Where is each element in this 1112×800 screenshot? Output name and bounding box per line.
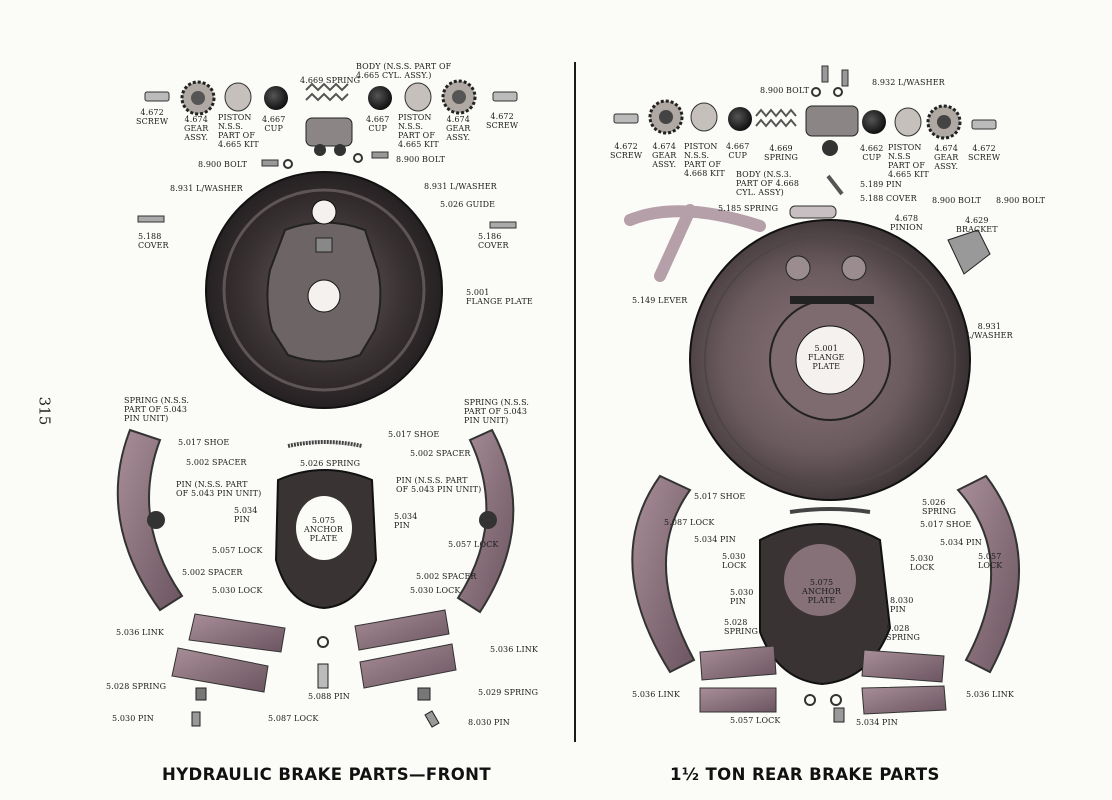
label-left-cover-l: 5.188 COVER	[138, 232, 169, 250]
label-right-bolt-r: 8.900 BOLT	[996, 196, 1046, 205]
label-right-link-r: 5.036 LINK	[966, 690, 1014, 699]
right-shoes	[631, 474, 1020, 723]
label-left-spring-5028: 5.028 SPRING	[106, 682, 167, 691]
label-left-spacer-bl: 5.002 SPACER	[182, 568, 243, 577]
label-right-spring-5028-l: 5.028 SPRING	[724, 618, 759, 636]
label-right-spring-4669: 4.669 SPRING	[764, 144, 799, 162]
label-left-screw-r: 4.672 SCREW	[486, 112, 519, 130]
label-right-screw-r: 4.672 SCREW	[968, 144, 1001, 162]
label-right-lwasher: 8.931 L/WASHER	[966, 322, 1013, 340]
label-left-bolt-r: 8.900 BOLT	[396, 155, 446, 164]
label-left-pin-5034-r: 5.034 PIN	[394, 512, 418, 530]
label-left-bolt-l: 8.900 BOLT	[198, 160, 248, 169]
page-divider	[574, 62, 576, 742]
left-shoes	[116, 428, 515, 728]
label-left-cup-r: 4.667 CUP	[366, 115, 390, 133]
label-left-flange: 5.001 FLANGE PLATE	[466, 288, 533, 306]
label-left-lwasher-l: 8.931 L/WASHER	[170, 184, 243, 193]
label-right-lock-5030-r: 5.030 LOCK	[910, 554, 935, 572]
right-cylinder-parts	[613, 65, 997, 282]
label-right-pin-8030-r: 8.030 PIN	[890, 596, 914, 614]
label-left-lock-5057-l: 5.057 LOCK	[212, 546, 263, 555]
label-right-screw-l: 4.672 SCREW	[610, 142, 643, 160]
label-left-lock-5030-l: 5.030 LOCK	[212, 586, 263, 595]
label-left-pin-5034-l: 5.034 PIN	[234, 506, 258, 524]
label-left-piston-r: PISTON N.S.S. PART OF 4.665 KIT	[398, 113, 439, 149]
label-right-anchor: 5.075 ANCHOR PLATE	[802, 578, 842, 605]
label-left-shoe-r: 5.017 SHOE	[388, 430, 440, 439]
label-right-bolt-top: 8.900 BOLT	[760, 86, 810, 95]
label-right-spring-5026: 5.026 SPRING	[922, 498, 957, 516]
left-flange-plate	[205, 171, 443, 409]
label-left-shoe-l: 5.017 SHOE	[178, 438, 230, 447]
label-right-bracket: 4.629 BRACKET	[956, 216, 998, 234]
label-left-spacer-tr: 5.002 SPACER	[410, 449, 471, 458]
caption-front: HYDRAULIC BRAKE PARTS—FRONT	[162, 765, 491, 784]
label-right-body: BODY (N.S.3. PART OF 4.668 CYL. ASSY)	[736, 170, 800, 197]
label-right-lever: 5.149 LEVER	[632, 296, 688, 305]
label-left-pin-5030: 5.030 PIN	[112, 714, 154, 723]
label-right-shoe-r: 5.017 SHOE	[920, 520, 972, 529]
label-left-pin-5088: 5.088 PIN	[308, 692, 350, 701]
label-left-lock-5030-r: 5.030 LOCK	[410, 586, 461, 595]
label-right-gear-r: 4.674 GEAR ASSY.	[934, 144, 959, 171]
label-right-lock-5057-tl: 5.087 LOCK	[664, 518, 715, 527]
caption-rear: 1½ TON REAR BRAKE PARTS	[670, 765, 940, 784]
label-left-link-r: 5.036 LINK	[490, 645, 538, 654]
label-left-spring-pin-l: SPRING (N.S.S. PART OF 5.043 PIN UNIT)	[124, 396, 190, 423]
right-gear-assy-r	[926, 104, 962, 140]
right-gear-assy-l	[648, 99, 684, 135]
label-right-pin-5034-r: 5.034 PIN	[940, 538, 982, 547]
label-left-piston-l: PISTON N.S.S. PART OF 4.665 KIT	[218, 113, 259, 149]
label-right-cover-5188: 5.188 COVER	[860, 194, 917, 203]
label-left-screw-l: 4.672 SCREW	[136, 108, 169, 126]
label-left-lwasher-r: 8.931 L/WASHER	[424, 182, 497, 191]
label-right-piston-l: PISTON N.S.S. PART OF 4.668 KIT	[684, 142, 725, 178]
label-left-guide: 5.026 GUIDE	[440, 200, 496, 209]
label-right-shoe-l: 5.017 SHOE	[694, 492, 746, 501]
label-right-spring-5185: 5.185 SPRING	[718, 204, 779, 213]
label-left-spring-4669: 4.669 SPRING	[300, 76, 361, 85]
label-right-flange: 5.001 FLANGE PLATE	[808, 344, 845, 371]
label-left-cup-l: 4.667 CUP	[262, 115, 286, 133]
label-left-spring-5026: 5.026 SPRING	[300, 459, 361, 468]
label-left-spacer-tl: 5.002 SPACER	[186, 458, 247, 467]
label-right-lock-5030-l: 5.030 LOCK	[722, 552, 747, 570]
right-flange-plate	[689, 219, 991, 501]
label-left-lock-5057-r: 5.057 LOCK	[448, 540, 499, 549]
label-right-spring-5028-r: 5.028 SPRING	[886, 624, 921, 642]
label-right-pin-5189: 5.189 PIN	[860, 180, 902, 189]
label-left-spring-5029: 5.029 SPRING	[478, 688, 539, 697]
label-right-lwasher-top: 8.932 L/WASHER	[872, 78, 945, 87]
label-left-anchor: 5.075 ANCHOR PLATE	[304, 516, 344, 543]
label-left-pin-nss-r: PIN (N.S.S. PART OF 5.043 PIN UNIT)	[396, 476, 482, 494]
page-number: 315	[35, 396, 54, 426]
label-left-spacer-br: 5.002 SPACER	[416, 572, 477, 581]
label-left-lock-5087: 5.087 LOCK	[268, 714, 319, 723]
label-right-pin-5030-l: 5.030 PIN	[730, 588, 754, 606]
label-left-spring-pin-r: SPRING (N.S.S. PART OF 5.043 PIN UNIT)	[464, 398, 530, 425]
label-right-piston-r: PISTON N.S.S PART OF 4.665 KIT	[888, 143, 929, 179]
label-right-cup-r: 4.662 CUP	[860, 144, 884, 162]
left-gear-assy-l	[180, 80, 216, 116]
label-left-link-l: 5.036 LINK	[116, 628, 164, 637]
left-gear-assy-r	[441, 79, 477, 115]
label-left-cover-r: 5.186 COVER	[478, 232, 509, 250]
label-left-pin-8030: 8.030 PIN	[468, 718, 510, 727]
label-right-gear-l: 4.674 GEAR ASSY.	[652, 142, 677, 169]
label-left-body: BODY (N.S.S. PART OF 4.665 CYL. ASSY.)	[356, 62, 452, 80]
label-left-pin-nss-l: PIN (N.S.S. PART OF 5.043 PIN UNIT)	[176, 480, 262, 498]
label-right-lock-5057-r: 5.057 LOCK	[978, 552, 1003, 570]
label-right-link-l: 5.036 LINK	[632, 690, 680, 699]
label-right-pin-5034-l: 5.034 PIN	[694, 535, 736, 544]
label-right-cup-l: 4.667 CUP	[726, 142, 750, 160]
label-right-bolt-l: 8.900 BOLT	[932, 196, 982, 205]
label-right-pin-5034-b: 5.034 PIN	[856, 718, 898, 727]
label-right-lock-5057-b: 5.057 LOCK	[730, 716, 781, 725]
label-left-gear-r: 4.674 GEAR ASSY.	[446, 115, 471, 142]
left-cylinder-parts	[137, 79, 518, 229]
label-left-gear-l: 4.674 GEAR ASSY.	[184, 115, 209, 142]
label-right-pinion: 4.678 PINION	[890, 214, 923, 232]
